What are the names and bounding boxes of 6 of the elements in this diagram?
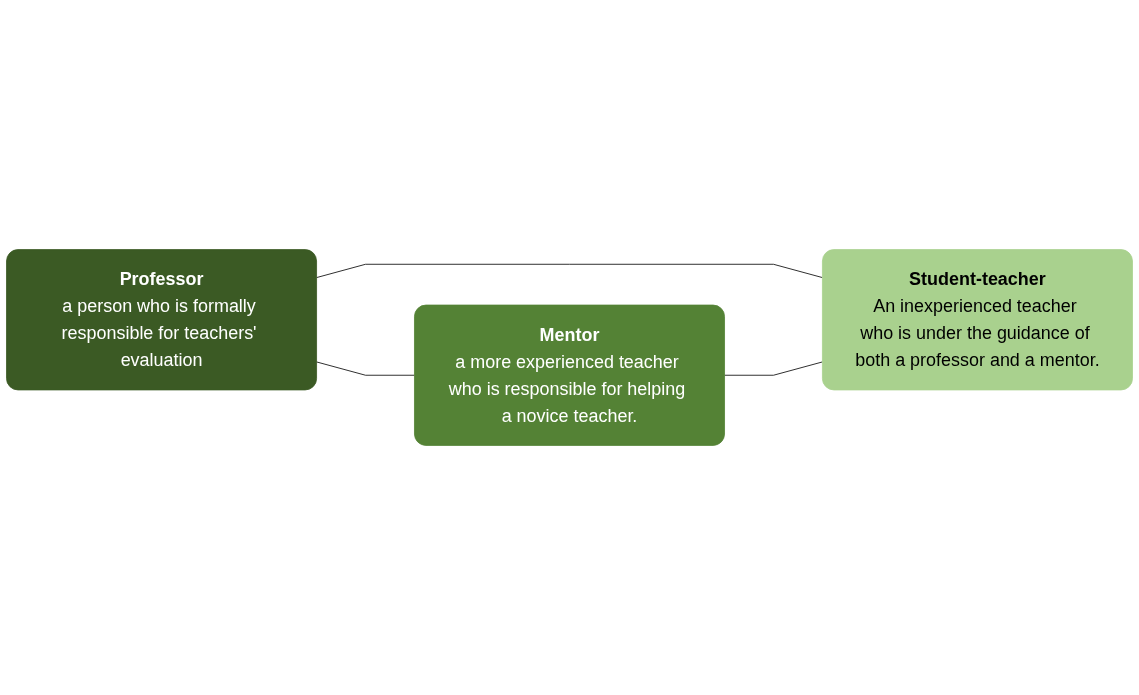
node-box: Mentor a more experienced teacher who is responsible for helping a novice teacher. [414,304,725,446]
connector [316,263,823,278]
node-box: Student-teacher An inexperienced teacher who is under the guidance of both a professor and a mentor. [822,249,1133,391]
connector [724,361,823,376]
node-box: Professor a person who is formally responsible for teachers' evaluation [6,249,317,391]
connector [316,361,415,376]
